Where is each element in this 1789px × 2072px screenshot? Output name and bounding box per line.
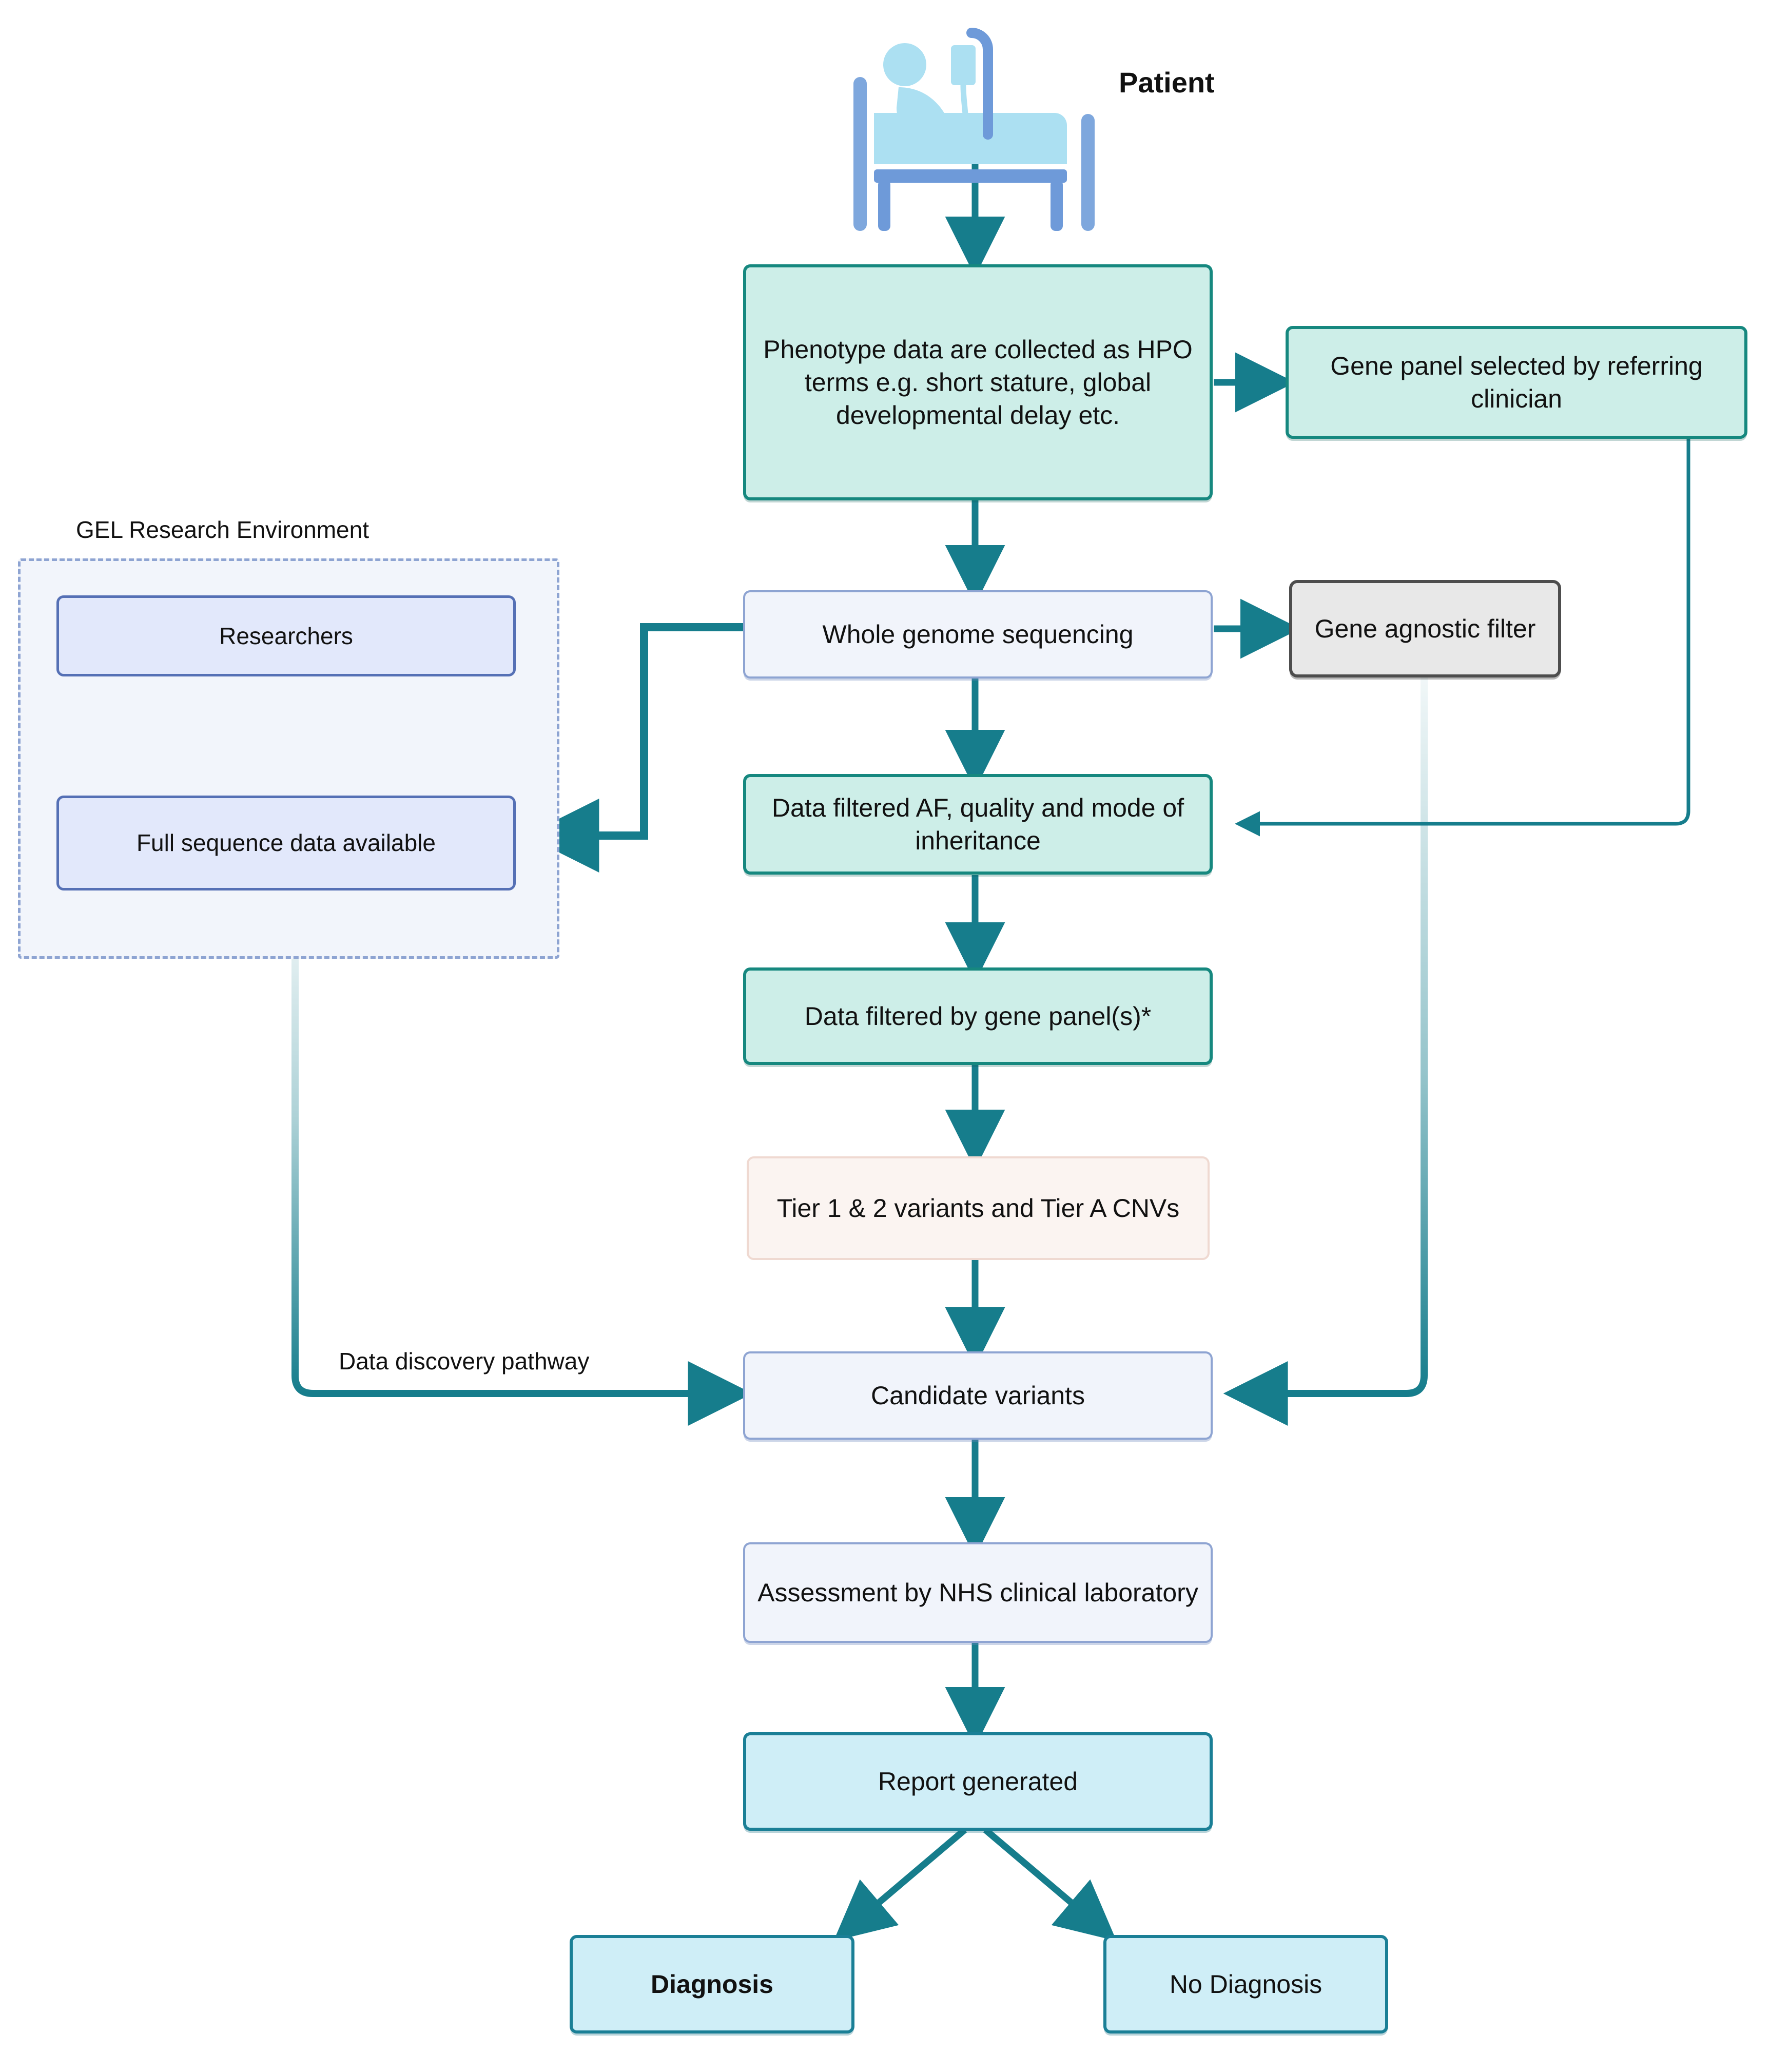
node-no-diagnosis-label: No Diagnosis: [1169, 1970, 1323, 1999]
edge-agnostic-to-candidate: [1223, 677, 1428, 1426]
node-data-filtered-af-label: Data filtered AF, quality and mode of in…: [771, 793, 1184, 855]
patient-icon: [853, 28, 1095, 231]
gel-research-environment-title: GEL Research Environment: [76, 516, 370, 543]
node-data-filtered-af[interactable]: Data filtered AF, quality and mode of in…: [743, 774, 1213, 875]
node-nhs-assessment-label: Assessment by NHS clinical laboratory: [757, 1578, 1198, 1607]
node-phenotype-data-label: Phenotype data are collected as HPO term…: [763, 335, 1193, 430]
edge-wgs-to-fullsequence: [525, 623, 744, 873]
gel-box-full-sequence-data[interactable]: Full sequence data available: [56, 796, 516, 890]
node-gene-agnostic-filter[interactable]: Gene agnostic filter: [1289, 580, 1561, 677]
node-whole-genome-sequencing-label: Whole genome sequencing: [822, 620, 1134, 649]
node-phenotype-data[interactable]: Phenotype data are collected as HPO term…: [743, 264, 1213, 500]
node-tier-variants-label: Tier 1 & 2 variants and Tier A CNVs: [776, 1194, 1180, 1223]
node-report-generated[interactable]: Report generated: [743, 1732, 1213, 1831]
gel-box-researchers-label: Researchers: [219, 622, 353, 649]
patient-label: Patient: [1119, 66, 1215, 99]
edge-fullsequence-to-candidate: [291, 890, 753, 1426]
node-no-diagnosis[interactable]: No Diagnosis: [1103, 1935, 1388, 2034]
gel-box-full-sequence-data-label: Full sequence data available: [136, 829, 436, 857]
data-discovery-pathway-label: Data discovery pathway: [339, 1348, 590, 1374]
edge-report-to-diagnosis: [833, 1827, 967, 1941]
node-diagnosis-label: Diagnosis: [651, 1970, 773, 1999]
node-candidate-variants-label: Candidate variants: [871, 1381, 1085, 1410]
node-whole-genome-sequencing[interactable]: Whole genome sequencing: [743, 590, 1213, 679]
node-report-generated-label: Report generated: [878, 1767, 1078, 1796]
node-data-filtered-gene-panel-label: Data filtered by gene panel(s)*: [804, 1002, 1152, 1031]
node-candidate-variants[interactable]: Candidate variants: [743, 1351, 1213, 1440]
edge-report-to-nodiagnosis: [983, 1827, 1117, 1941]
node-gene-agnostic-filter-label: Gene agnostic filter: [1314, 614, 1536, 643]
node-tier-variants[interactable]: Tier 1 & 2 variants and Tier A CNVs: [747, 1156, 1210, 1260]
node-nhs-assessment[interactable]: Assessment by NHS clinical laboratory: [743, 1542, 1213, 1643]
gel-box-researchers[interactable]: Researchers: [56, 595, 516, 676]
node-diagnosis[interactable]: Diagnosis: [570, 1935, 854, 2034]
node-gene-panel-selected-label: Gene panel selected by referring clinici…: [1330, 352, 1703, 413]
node-data-filtered-gene-panel[interactable]: Data filtered by gene panel(s)*: [743, 967, 1213, 1065]
node-gene-panel-selected[interactable]: Gene panel selected by referring clinici…: [1286, 326, 1747, 439]
